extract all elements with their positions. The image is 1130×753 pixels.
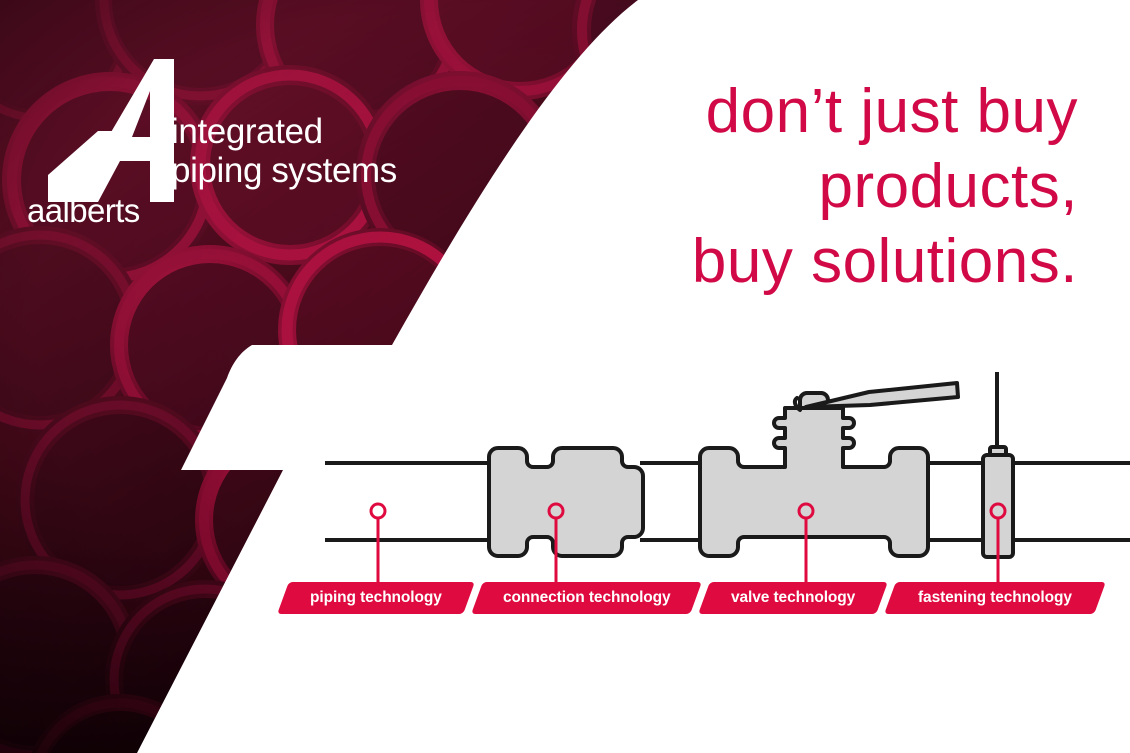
headline-line-2: products, xyxy=(818,152,1078,221)
tag-valve-technology[interactable]: valve technology xyxy=(698,582,888,614)
page-title: don’t just buy products, buy solutions. xyxy=(438,74,1078,299)
aalberts-wordmark: aalberts xyxy=(27,192,140,229)
tag-piping-technology[interactable]: piping technology xyxy=(277,582,475,614)
brand-tagline: integrated piping systems xyxy=(171,112,397,190)
aalberts-a-mark-icon xyxy=(48,59,174,202)
tag-fastening-technology[interactable]: fastening technology xyxy=(884,582,1106,614)
headline-line-1: don’t just buy xyxy=(705,77,1078,146)
tag-fastening-technology-label: fastening technology xyxy=(918,589,1072,606)
aalberts-logo xyxy=(46,57,176,232)
tag-connection-technology[interactable]: connection technology xyxy=(471,582,702,614)
headline-line-3: buy solutions. xyxy=(691,227,1078,296)
tagline-line-1: integrated xyxy=(171,112,323,151)
tagline-line-2: piping systems xyxy=(171,151,397,190)
tag-piping-technology-label: piping technology xyxy=(310,589,442,606)
tag-connection-technology-label: connection technology xyxy=(502,589,671,606)
tag-valve-technology-label: valve technology xyxy=(730,589,856,606)
